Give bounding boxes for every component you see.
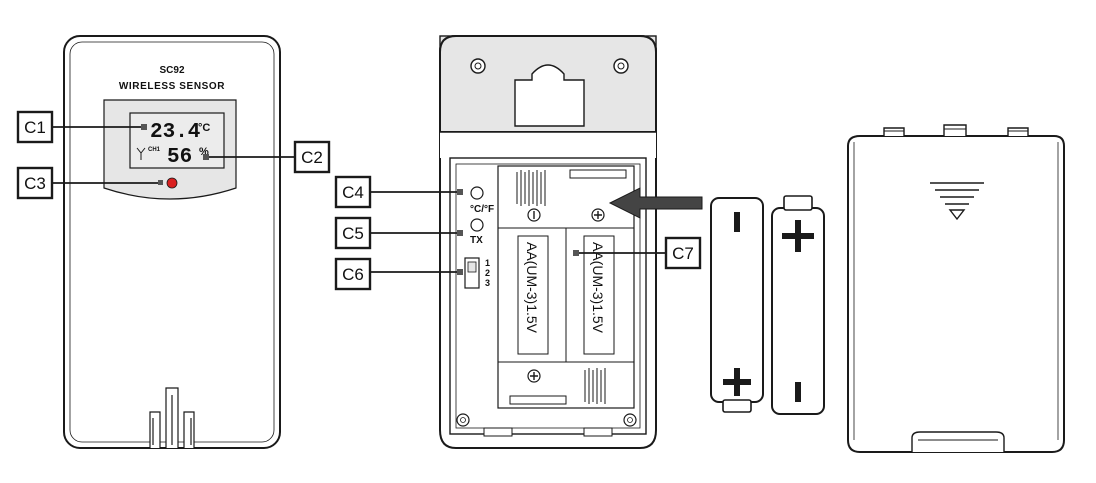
plus-icon	[723, 368, 751, 396]
svg-text:C3: C3	[24, 174, 46, 193]
callout-c5: C5	[334, 216, 463, 250]
callout-c3: C3	[16, 166, 158, 200]
screw-hole-left	[470, 58, 486, 74]
sensor-probe	[149, 387, 195, 448]
callout-c4: C4	[334, 175, 463, 209]
svg-text:C1: C1	[24, 118, 46, 137]
callout-c6: C6	[334, 257, 463, 291]
minus-icon	[734, 212, 740, 232]
sensor-front: SC92 WIRELESS SENSOR 23.4 °C 56 % CH1	[63, 35, 281, 449]
humidity-unit: %	[199, 146, 209, 158]
tx-button[interactable]	[470, 218, 484, 232]
svg-text:C7: C7	[672, 244, 694, 263]
callout-c1: C1	[16, 110, 147, 144]
sensor-body	[63, 35, 281, 449]
channel-indicator: CH1	[148, 147, 161, 153]
sensor-model: SC92	[159, 65, 184, 76]
screw-hole-right	[613, 58, 629, 74]
cover-latch	[911, 431, 1005, 452]
spring-top	[516, 170, 546, 206]
channel-option-3: 3	[485, 278, 490, 288]
unit-switch-label: °C/°F	[470, 204, 494, 215]
battery-slot-left	[517, 235, 549, 355]
screw-bottom-left	[456, 413, 470, 427]
battery-cover	[847, 124, 1065, 453]
c3-anchor	[158, 180, 163, 185]
svg-text:C2: C2	[301, 148, 323, 167]
svg-text:C4: C4	[342, 183, 364, 202]
battery-2	[771, 195, 825, 415]
callout-c7: C7	[573, 236, 702, 270]
insert-arrow-icon	[608, 187, 703, 219]
tx-label: TX	[470, 235, 483, 246]
signal-icon	[136, 147, 146, 160]
battery-slot-left-label: AA(UM-3)1.5V	[524, 242, 540, 334]
plus-icon	[782, 220, 814, 252]
led-indicator	[166, 177, 178, 189]
screw-bottom-right	[623, 413, 637, 427]
temperature-readout: 23.4	[150, 121, 200, 144]
battery-slot-right	[583, 235, 615, 355]
channel-option-2: 2	[485, 268, 490, 278]
sensor-title: WIRELESS SENSOR	[119, 81, 225, 92]
battery-1	[710, 197, 764, 413]
sensor-back: AA(UM-3)1.5V AA(UM-3)1.5V °C/°F TX 1 2 3	[439, 35, 703, 449]
svg-text:C6: C6	[342, 265, 364, 284]
svg-text:C5: C5	[342, 224, 364, 243]
channel-option-1: 1	[485, 258, 490, 268]
wall-hanger-slot	[514, 64, 585, 127]
humidity-readout: 56	[167, 146, 192, 169]
grip-arrow-icon	[930, 182, 984, 221]
unit-button[interactable]	[470, 186, 484, 200]
minus-icon	[795, 382, 801, 402]
temperature-unit: °C	[198, 122, 210, 134]
callout-c2: C2	[203, 140, 331, 174]
spring-bottom	[584, 368, 606, 404]
battery-slot-right-label: AA(UM-3)1.5V	[590, 242, 606, 334]
